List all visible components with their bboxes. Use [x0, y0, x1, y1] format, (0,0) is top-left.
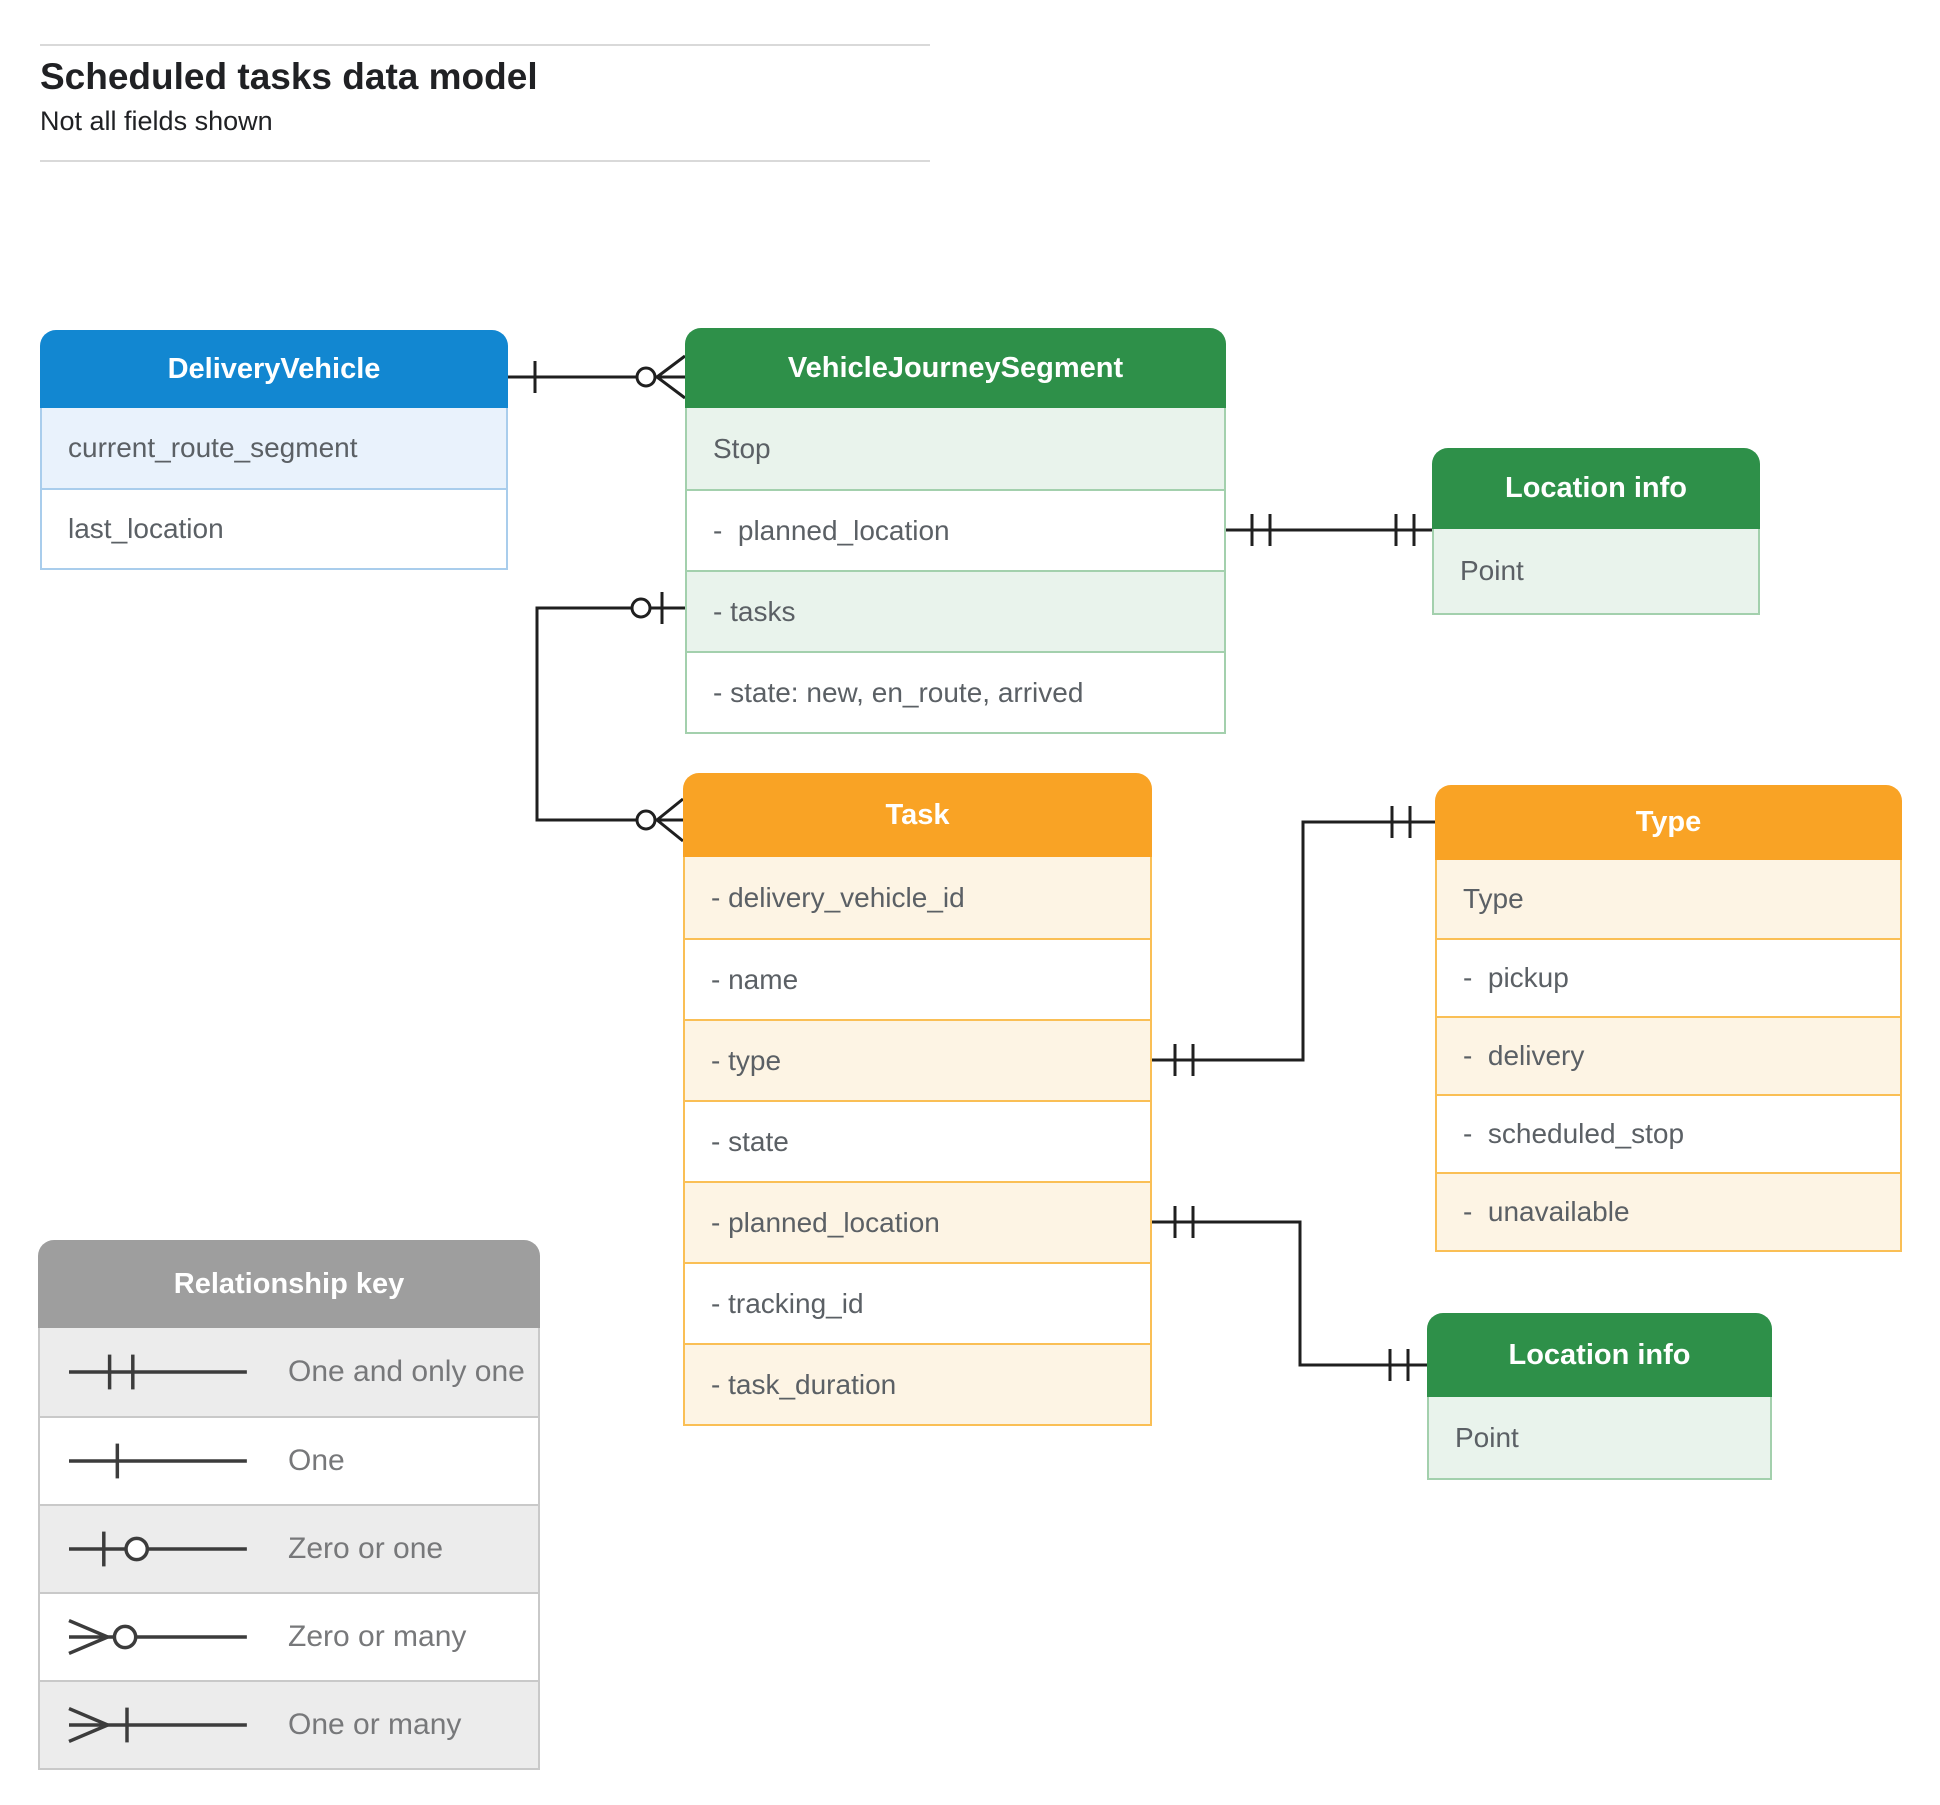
legend-item: One and only one: [40, 1328, 538, 1416]
entity-location-info-bottom-fields: Point: [1427, 1397, 1772, 1480]
zero-or-many-icon: [68, 1618, 247, 1656]
field-row: - name: [685, 938, 1150, 1019]
field-row: - scheduled_stop: [1437, 1094, 1900, 1172]
connector-taskplannedlocation-locationinfo-bottom: [1151, 1206, 1427, 1381]
field-row: Stop: [687, 408, 1224, 489]
field-row: - type: [685, 1019, 1150, 1100]
field-row: - pickup: [1437, 938, 1900, 1016]
entity-task-title: Task: [683, 773, 1152, 857]
field-row: - planned_location: [685, 1181, 1150, 1262]
entity-location-info-bottom: Location info Point: [1427, 1313, 1772, 1480]
connector-deliveryvehicle-vehiclejourneysegment: [508, 354, 686, 400]
page-title: Scheduled tasks data model: [40, 56, 538, 97]
entity-task: Task - delivery_vehicle_id- name- type- …: [683, 773, 1152, 1426]
legend-item: One: [40, 1416, 538, 1504]
field-row: - unavailable: [1437, 1172, 1900, 1250]
connector-tasks-task: [535, 592, 685, 843]
entity-location-info-bottom-title: Location info: [1427, 1313, 1772, 1397]
legend-label: Zero or one: [288, 1532, 444, 1565]
zero-or-one-icon: [69, 1531, 247, 1567]
legend-label: One or many: [288, 1708, 462, 1741]
connector-tasktype-type: [1151, 806, 1435, 1076]
legend-item: One or many: [40, 1680, 538, 1768]
field-row: - state: new, en_route, arrived: [687, 651, 1224, 732]
entity-location-info-top-title: Location info: [1432, 448, 1760, 529]
field-row: - planned_location: [687, 489, 1224, 570]
entity-delivery-vehicle-title: DeliveryVehicle: [40, 330, 508, 408]
legend-label: One and only one: [288, 1355, 525, 1388]
field-row: - task_duration: [685, 1343, 1150, 1424]
field-row: Point: [1434, 529, 1758, 613]
entity-vehicle-journey-segment: VehicleJourneySegment Stop- planned_loca…: [685, 328, 1226, 734]
top-divider: [40, 44, 930, 46]
one-or-many-icon: [68, 1706, 247, 1744]
field-row: - tasks: [687, 570, 1224, 651]
relationship-key-title: Relationship key: [38, 1240, 540, 1328]
entity-type: Type Type- pickup- delivery- scheduled_s…: [1435, 785, 1902, 1252]
entity-task-fields: - delivery_vehicle_id- name- type- state…: [683, 857, 1152, 1426]
entity-vehicle-journey-segment-title: VehicleJourneySegment: [685, 328, 1226, 408]
entity-type-title: Type: [1435, 785, 1902, 860]
page-subtitle: Not all fields shown: [40, 106, 273, 136]
field-row: - tracking_id: [685, 1262, 1150, 1343]
header-divider: [40, 160, 930, 162]
one-and-only-one-icon: [69, 1354, 247, 1390]
legend-item: Zero or one: [40, 1504, 538, 1592]
entity-location-info-top: Location info Point: [1432, 448, 1760, 615]
connector-plannedlocation-locationinfo-top: [1226, 514, 1432, 546]
entity-type-fields: Type- pickup- delivery- scheduled_stop- …: [1435, 860, 1902, 1252]
field-row: last_location: [42, 488, 506, 568]
one-icon: [69, 1443, 247, 1479]
field-row: Point: [1429, 1397, 1770, 1478]
legend-label: One: [288, 1444, 345, 1477]
field-row: - state: [685, 1100, 1150, 1181]
legend-item: Zero or many: [40, 1592, 538, 1680]
field-row: - delivery_vehicle_id: [685, 857, 1150, 938]
entity-location-info-top-fields: Point: [1432, 529, 1760, 615]
field-row: Type: [1437, 860, 1900, 938]
legend-label: Zero or many: [288, 1620, 467, 1653]
field-row: - delivery: [1437, 1016, 1900, 1094]
field-row: current_route_segment: [42, 408, 506, 488]
entity-vehicle-journey-segment-fields: Stop- planned_location- tasks- state: ne…: [685, 408, 1226, 734]
